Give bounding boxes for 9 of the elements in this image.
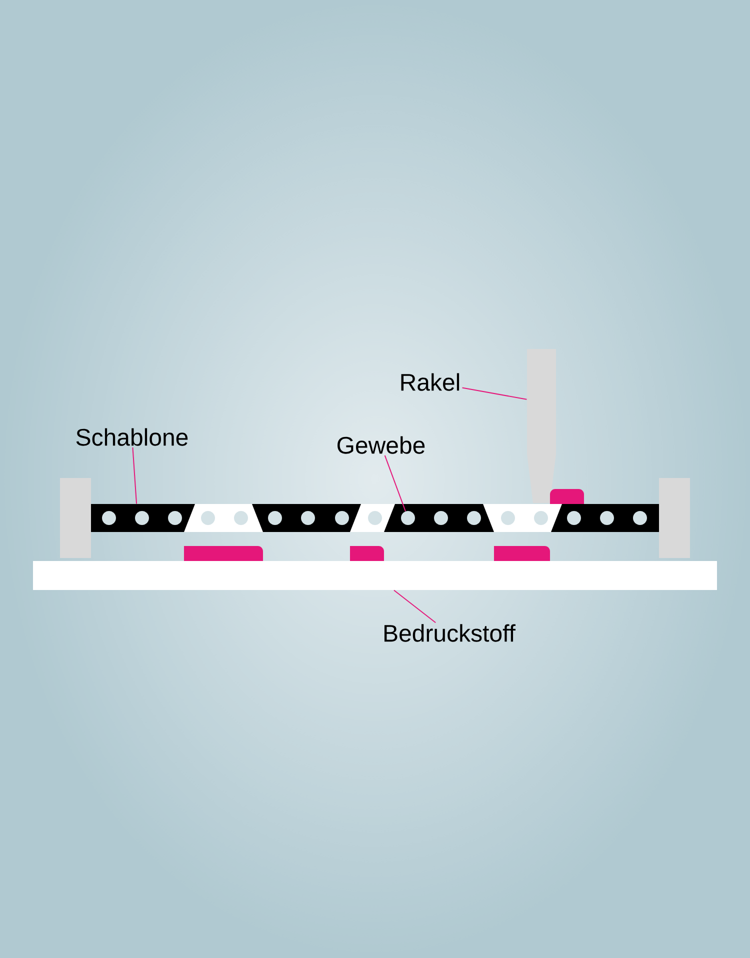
part-label: Gewebe xyxy=(338,436,425,454)
squeegee-drawing xyxy=(527,349,556,503)
leader-line xyxy=(462,387,528,400)
leader-line xyxy=(132,446,138,504)
leader-line xyxy=(394,590,436,624)
part-label: Rakel xyxy=(401,373,460,391)
substrate-board xyxy=(33,561,717,590)
part-label: Bedruckstoff xyxy=(384,624,516,642)
part-label: Schablone xyxy=(76,428,188,446)
